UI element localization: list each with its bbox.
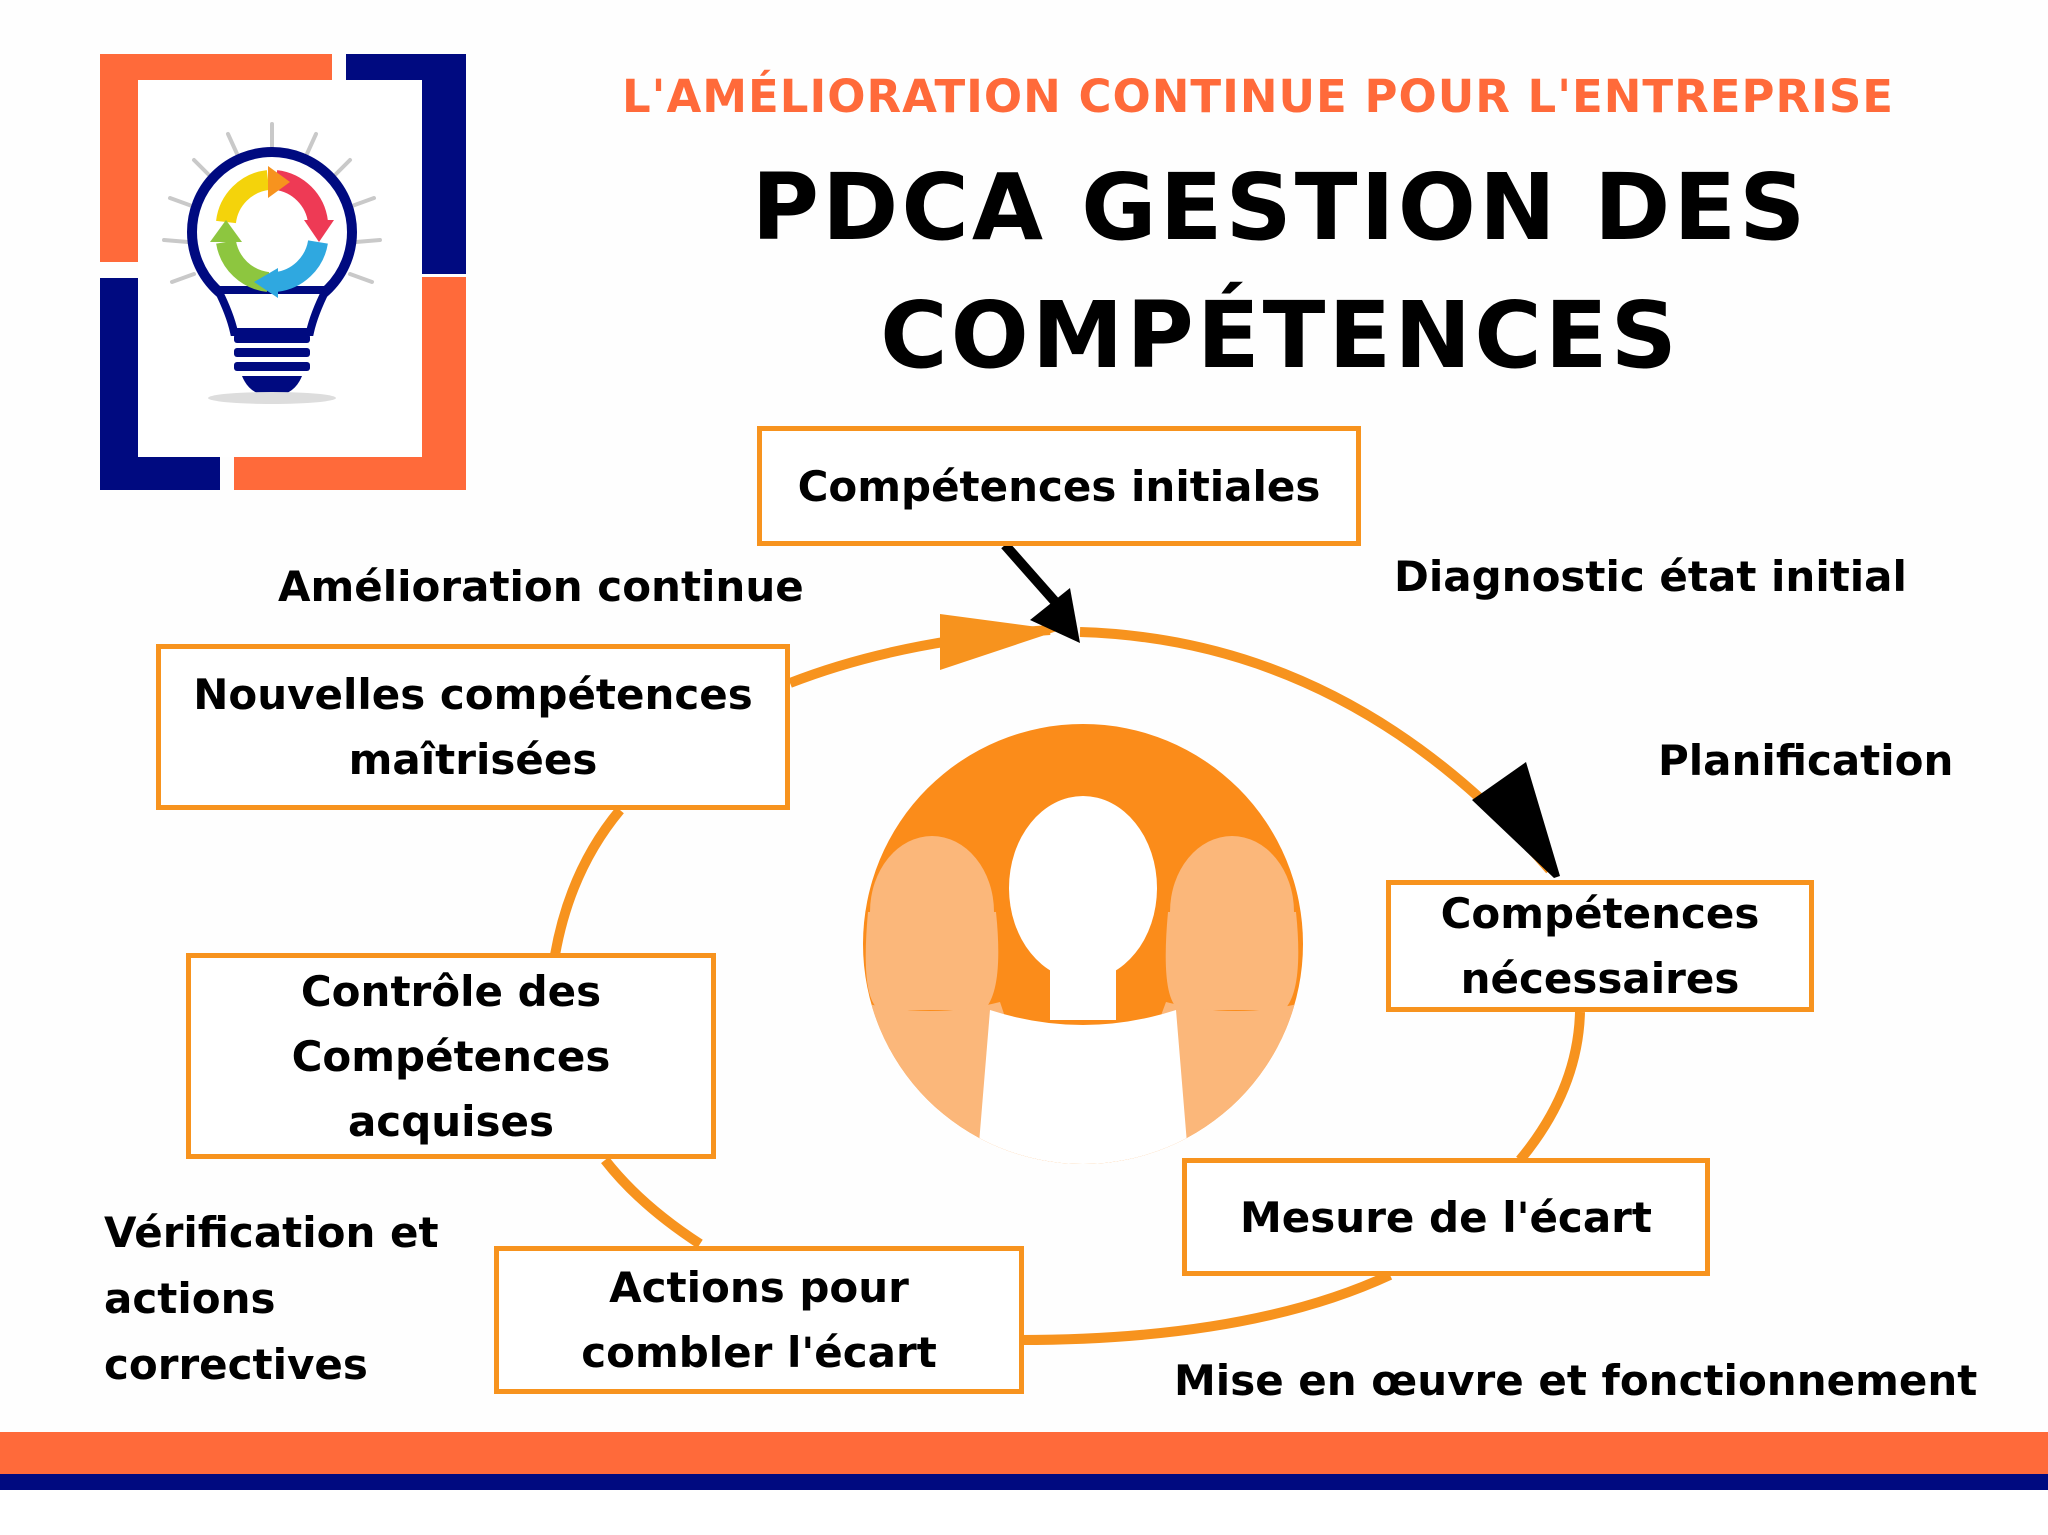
footer-stripe-orange: [0, 1432, 2048, 1474]
title-line-1: PDCA GESTION DES: [751, 154, 1809, 261]
box-actions-line1: Actions pour: [609, 1263, 909, 1312]
down-arrow-icon: [1001, 541, 1080, 643]
title-line-2: COMPÉTENCES: [880, 282, 1680, 389]
box-needed-line1: Compétences: [1440, 889, 1760, 938]
box-needed-competences: Compétences nécessaires: [1386, 880, 1814, 1012]
box-control-line2: Compétences: [291, 1031, 611, 1081]
page-title: PDCA GESTION DES COMPÉTENCES: [680, 144, 1880, 400]
box-gap-label: Mesure de l'écart: [1240, 1192, 1652, 1242]
logo: [98, 52, 470, 492]
cycle-arc-bottom-right: [1019, 1270, 1393, 1345]
box-mastered-line1: Nouvelles compétences: [193, 670, 753, 719]
box-gap-measure: Mesure de l'écart: [1182, 1158, 1710, 1276]
cycle-arc-right: [1516, 1011, 1585, 1164]
box-actions-line2: combler l'écart: [581, 1328, 937, 1377]
box-mastered-line2: maîtrisées: [348, 735, 598, 784]
label-planning: Planification: [1658, 736, 1954, 785]
label-check: Vérification et actions correctives: [104, 1200, 439, 1398]
label-improvement: Amélioration continue: [278, 562, 804, 611]
people-group-icon: [863, 724, 1303, 1164]
box-actions: Actions pour combler l'écart: [494, 1246, 1024, 1394]
footer-background: [0, 1490, 2048, 1535]
label-check-line2: actions: [104, 1274, 276, 1323]
box-initial-competences: Compétences initiales: [757, 426, 1361, 546]
box-initial-label: Compétences initiales: [797, 461, 1321, 511]
label-check-line3: correctives: [104, 1340, 368, 1389]
cycle-arrow-improvement: [940, 614, 1060, 670]
label-do: Mise en œuvre et fonctionnement: [1174, 1356, 1978, 1405]
box-control-line1: Contrôle des: [300, 966, 602, 1016]
subtitle: L'AMÉLIORATION CONTINUE POUR L'ENTREPRIS…: [622, 70, 1895, 123]
footer-stripe-navy: [0, 1474, 2048, 1490]
cycle-arc-bottom-left: [601, 1156, 703, 1249]
box-needed-line2: nécessaires: [1460, 954, 1740, 1003]
label-check-line1: Vérification et: [104, 1208, 439, 1257]
box-mastered-competences: Nouvelles compétences maîtrisées: [156, 644, 790, 810]
lightbulb-cycle-icon: [100, 54, 466, 490]
box-control-line3: acquises: [347, 1096, 555, 1146]
cycle-arc-left: [550, 806, 624, 956]
label-diagnostic: Diagnostic état initial: [1394, 552, 1907, 601]
cycle-arrow-planning-icon: [1472, 762, 1560, 878]
